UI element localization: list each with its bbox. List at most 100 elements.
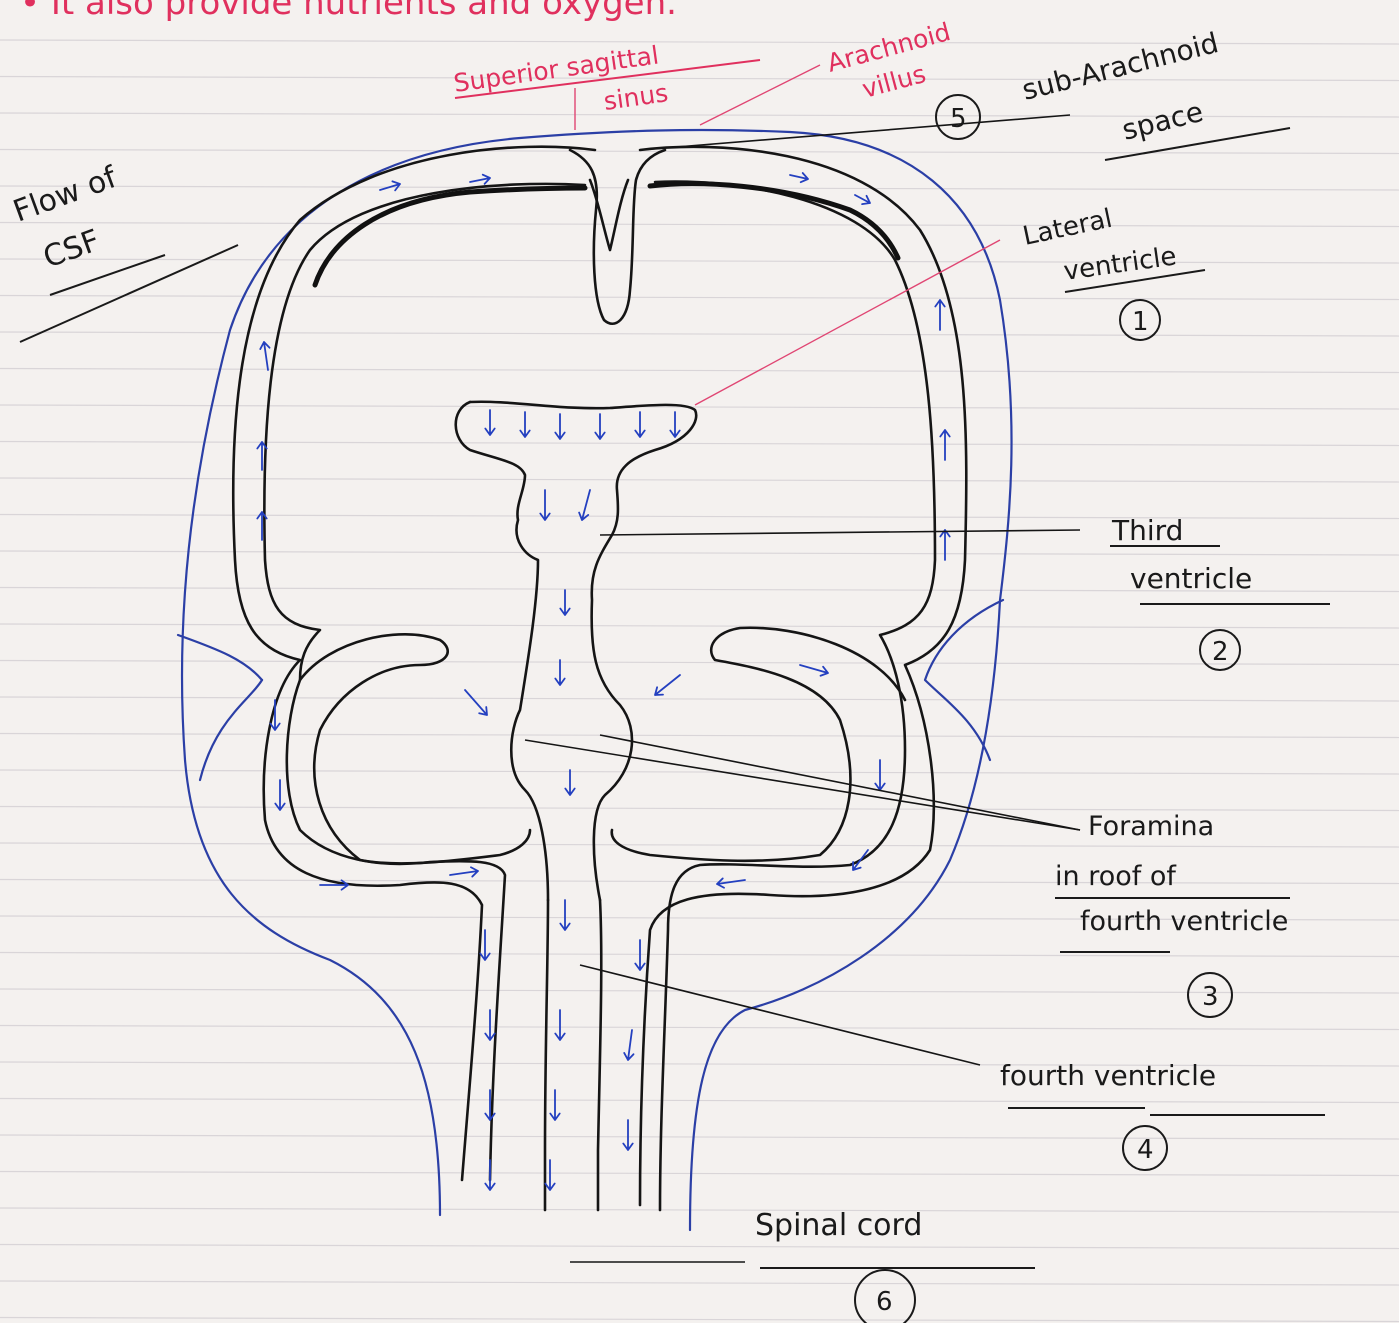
flow-arrow-icon: [940, 530, 949, 560]
rule-line: [0, 734, 1399, 738]
foramina-leader: [525, 740, 1080, 830]
flow-arrow-icon: [560, 900, 569, 930]
flow-arrow-icon: [470, 175, 490, 184]
flow-arrow-icon: [670, 412, 679, 437]
villus-pointer: [700, 65, 820, 125]
step-number-4: 4: [1123, 1126, 1167, 1170]
left-fold: [178, 635, 262, 680]
flow-arrow-icon: [800, 665, 828, 676]
rule-line: [0, 807, 1399, 811]
rule-line: [0, 770, 1399, 774]
svg-text:6: 6: [876, 1287, 893, 1317]
svg-text:Third: Third: [1111, 514, 1183, 547]
flow-arrow-icon: [485, 1160, 494, 1190]
title-line1: Flow of: [9, 160, 123, 230]
label-lateral-ventricle: Lateral ventricle: [1020, 204, 1205, 292]
rule-line: [0, 478, 1399, 482]
rule-line: [0, 1172, 1399, 1176]
rule-line: [0, 1281, 1399, 1285]
label-arachnoid-villus: Arachnoid villus: [824, 17, 953, 104]
rule-line: [0, 405, 1399, 409]
rule-line: [0, 661, 1399, 665]
flow-arrow-icon: [260, 342, 269, 370]
svg-text:fourth ventricle: fourth ventricle: [1000, 1059, 1216, 1092]
notebook-rules: [0, 40, 1399, 1322]
rule-line: [0, 953, 1399, 957]
svg-text:Spinal cord: Spinal cord: [755, 1208, 922, 1243]
rule-line: [0, 223, 1399, 227]
subarachnoid-leader: [640, 115, 1070, 150]
flow-arrow-icon: [853, 850, 868, 870]
flow-arrow-icon: [485, 410, 494, 435]
flow-arrow-icon: [465, 690, 487, 715]
flow-arrow-icon: [560, 590, 569, 615]
flow-arrow-icon: [875, 760, 884, 790]
rule-line: [0, 624, 1399, 628]
svg-text:Foramina: Foramina: [1088, 811, 1214, 842]
svg-text:1: 1: [1132, 307, 1149, 337]
rule-line: [0, 369, 1399, 373]
rule-line: [0, 259, 1399, 263]
rule-line: [0, 551, 1399, 555]
svg-text:fourth ventricle: fourth ventricle: [1080, 906, 1288, 937]
flow-arrow-icon: [635, 940, 644, 970]
cortex-right-dark: [650, 184, 898, 258]
flow-arrow-icon: [520, 412, 529, 437]
hemisphere-inner-line-right: [655, 182, 935, 1210]
flow-arrow-icon: [935, 300, 944, 330]
svg-text:in roof of: in roof of: [1055, 861, 1177, 892]
rule-line: [0, 442, 1399, 446]
rule-line: [0, 880, 1399, 884]
foramina-leader-2: [600, 735, 1080, 830]
central-canal-right: [598, 900, 601, 1210]
label-foramina: Foramina in roof of fourth ventricle: [1055, 811, 1290, 952]
flow-arrow-icon: [940, 430, 949, 460]
top-line-text: • It also provide nutrients and oxygen.: [20, 0, 677, 23]
rule-line: [0, 77, 1399, 81]
svg-text:space: space: [1119, 95, 1207, 147]
flow-arrow-icon: [555, 414, 564, 439]
rule-line: [0, 1135, 1399, 1139]
rule-line: [0, 186, 1399, 190]
rule-line: [0, 1026, 1399, 1030]
flow-arrow-icon: [380, 181, 400, 190]
flow-arrow-icon: [485, 1010, 494, 1040]
rule-line: [0, 843, 1399, 847]
label-spinal-cord: Spinal cord: [755, 1208, 1035, 1268]
flow-arrow-icon: [555, 660, 564, 685]
svg-text:sinus: sinus: [602, 78, 670, 116]
svg-text:5: 5: [950, 104, 967, 134]
flow-arrow-icon: [655, 675, 680, 695]
central-canal-left: [545, 900, 548, 1210]
hemisphere-outer-line-right: [640, 147, 966, 1205]
rule-line: [0, 150, 1399, 154]
svg-text:sub-Arachnoid: sub-Arachnoid: [1019, 26, 1222, 107]
label-subarachnoid-space: sub-Arachnoid space: [1019, 26, 1290, 160]
flow-arrow-icon: [450, 867, 478, 876]
rule-line: [0, 1099, 1399, 1103]
flow-arrow-icon: [595, 414, 604, 439]
rule-line: [0, 296, 1399, 300]
flow-arrow-icon: [624, 1030, 633, 1060]
svg-text:ventricle: ventricle: [1130, 562, 1252, 595]
rule-line: [0, 1245, 1399, 1249]
flow-arrow-icon: [565, 770, 574, 795]
rule-line: [0, 697, 1399, 701]
flow-arrow-icon: [545, 1160, 554, 1190]
title-line2: CSF: [39, 223, 105, 275]
svg-text:3: 3: [1202, 982, 1219, 1012]
left-temporal-lobe: [300, 634, 530, 863]
step-number-5: 5: [936, 95, 980, 139]
fourth-ventricle-leader: [580, 965, 980, 1065]
rule-line: [0, 1208, 1399, 1212]
flow-arrow-icon: [623, 1120, 632, 1150]
step-number-2: 2: [1200, 630, 1240, 670]
cortex-left-dark: [315, 188, 585, 285]
flow-arrow-icon: [550, 1090, 559, 1120]
step-number-1: 1: [1120, 300, 1160, 340]
flow-arrow-icon: [635, 412, 644, 437]
label-third-ventricle: Third ventricle: [1110, 514, 1330, 604]
lateral-ventricle-shape: [470, 402, 696, 900]
